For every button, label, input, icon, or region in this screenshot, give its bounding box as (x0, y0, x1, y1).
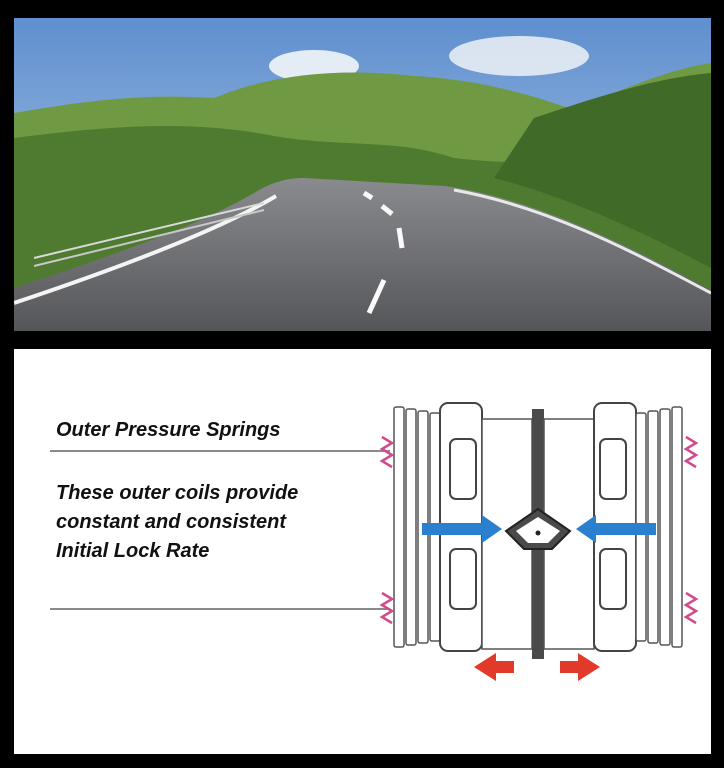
road-photo-illustration (14, 18, 711, 331)
diagram-panel: Outer Pressure Springs These outer coils… (14, 349, 711, 754)
outer-pressure-spring (379, 591, 395, 625)
center-line (362, 190, 405, 315)
description-line: These outer coils provide (56, 482, 299, 504)
road-photo (14, 18, 711, 331)
description-line: Initial Lock Rate (56, 540, 210, 562)
road-edge-line (453, 188, 711, 295)
cloud (449, 36, 589, 76)
inward-arrow-right (576, 515, 656, 543)
outward-arrow-left (474, 653, 514, 681)
outer-pressure-spring (379, 435, 395, 469)
road-surface (14, 178, 711, 331)
left-clutch-plates (393, 406, 441, 648)
outer-pressure-spring (683, 591, 699, 625)
leader-line-bottom (50, 608, 390, 610)
description-line: constant and consistent (56, 511, 287, 533)
guardrail (33, 209, 265, 267)
road-edge-line (14, 194, 278, 305)
cam-pinion-pin (535, 530, 541, 536)
diagram-title: Outer Pressure Springs (56, 419, 281, 441)
right-slope (494, 73, 711, 268)
outer-pressure-spring (683, 435, 699, 469)
leader-line-top (50, 450, 390, 452)
outward-arrow-right (560, 653, 600, 681)
inward-arrow-left (422, 515, 502, 543)
differential-diagram (379, 402, 699, 681)
guardrail (33, 202, 265, 259)
diagram-description: These outer coils provide constant and c… (56, 479, 376, 566)
cam-pinion-center (516, 517, 560, 543)
